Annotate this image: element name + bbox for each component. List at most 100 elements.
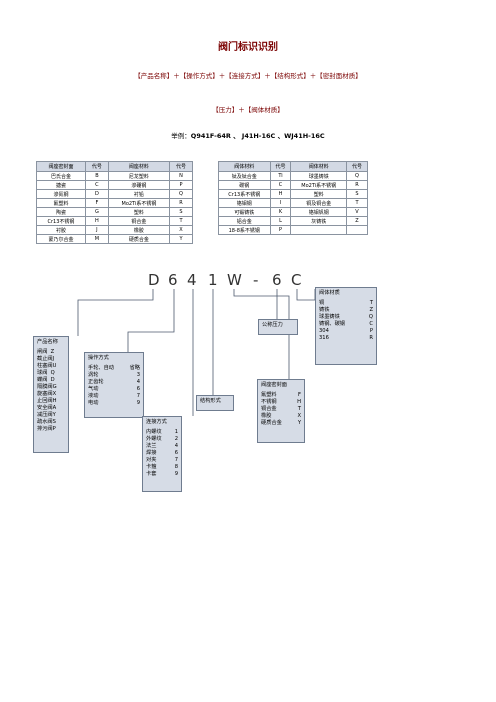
item-label: 氟塑料 bbox=[261, 392, 277, 398]
code-char-w: W bbox=[227, 271, 242, 289]
box-title: 阀座密封面 bbox=[261, 382, 287, 388]
list-item: 手轮、自动省略 bbox=[88, 365, 140, 372]
list-item: 柱塞阀U bbox=[37, 363, 57, 369]
example-codes: Q941F-64R 、 J41H-16C 、WJ41H-16C bbox=[190, 132, 325, 140]
list-item: 外螺纹 2 bbox=[146, 436, 178, 443]
list-item: 对夹 7 bbox=[146, 457, 178, 464]
table-cell: P bbox=[269, 225, 292, 235]
item-label: 橡胶 bbox=[261, 413, 272, 419]
item-code: 7 bbox=[136, 393, 140, 399]
item-label: 涡轮 bbox=[88, 372, 99, 378]
item-code: 9 bbox=[174, 471, 178, 477]
item-code: 7 bbox=[174, 457, 178, 463]
item-code: H bbox=[297, 399, 301, 405]
code-char-6: 6 bbox=[168, 271, 178, 289]
item-code: R bbox=[369, 335, 373, 341]
item-code: 3 bbox=[136, 372, 140, 378]
box-title: 公称压力 bbox=[262, 322, 283, 328]
item-label: 铜合金 bbox=[261, 406, 277, 412]
item-code: 8 bbox=[174, 464, 178, 470]
item-label: 焊接 bbox=[146, 450, 157, 456]
table-cell bbox=[346, 225, 368, 235]
list-item: 铸钢、碳钢 C bbox=[319, 321, 373, 328]
item-code: P bbox=[369, 328, 373, 334]
example-prefix: 举例： bbox=[171, 132, 191, 140]
list-item: 不锈钢 H bbox=[261, 399, 301, 406]
box-title: 连接方式 bbox=[146, 419, 167, 425]
code-char-dash: - bbox=[253, 271, 259, 289]
item-code: 2 bbox=[174, 436, 178, 442]
list-item: 止回阀H bbox=[37, 398, 57, 404]
box-title: 阀体材质 bbox=[319, 290, 340, 296]
list-item: 安全阀A bbox=[37, 405, 57, 411]
item-code: 6 bbox=[136, 386, 140, 392]
list-item: 旋塞阀X bbox=[37, 391, 57, 397]
code-char-1: 1 bbox=[208, 271, 218, 289]
item-code: X bbox=[297, 413, 301, 419]
seal-box: 阀座密封面 氟塑料 F 不锈钢 H 铜合金 T 橡胶 X 硬质合金 Y bbox=[257, 379, 305, 443]
item-label: 铸铁 bbox=[319, 307, 330, 313]
code-formula-line1: 【产品名称】＋【操作方式】＋【连接方式】＋【结构形式】＋【密封面材质】 bbox=[134, 72, 362, 80]
item-label: 卡套 bbox=[146, 471, 157, 477]
list-item: 焊接 6 bbox=[146, 450, 178, 457]
item-label: 铸钢、碳钢 bbox=[319, 321, 345, 327]
item-label: 不锈钢 bbox=[261, 399, 277, 405]
item-label: 气动 bbox=[88, 386, 99, 392]
item-label: 球墨铸铁 bbox=[319, 314, 340, 320]
example-line: 举例：Q941F-64R 、 J41H-16C 、WJ41H-16C bbox=[0, 130, 496, 140]
box-title: 结构形式 bbox=[200, 398, 221, 404]
item-code: 4 bbox=[136, 379, 140, 385]
item-label: 法兰 bbox=[146, 443, 157, 449]
list-item: 液动 7 bbox=[88, 393, 140, 400]
item-code: Y bbox=[297, 420, 301, 426]
list-item: 涡轮 3 bbox=[88, 372, 140, 379]
item-code: T bbox=[297, 406, 301, 412]
page-title: 阀门标识识别 bbox=[218, 42, 278, 53]
item-label: 正齿轮 bbox=[88, 379, 104, 385]
list-item: 硬质合金 Y bbox=[261, 420, 301, 427]
list-item: 排污阀P bbox=[37, 426, 56, 432]
item-code: 6 bbox=[174, 450, 178, 456]
item-code: Q bbox=[368, 314, 373, 320]
structure-box: 结构形式 bbox=[196, 395, 234, 411]
nominal-pressure-box: 公称压力 bbox=[258, 319, 298, 335]
list-item: 卡箍 8 bbox=[146, 464, 178, 471]
item-code: Z bbox=[369, 307, 373, 313]
code-char-c: C bbox=[291, 271, 302, 289]
item-label: 手轮、自动 bbox=[88, 365, 114, 371]
list-item: 蝶阀 D bbox=[37, 377, 55, 383]
list-item: 铜合金 T bbox=[261, 406, 301, 413]
item-label: 液动 bbox=[88, 393, 99, 399]
item-code: F bbox=[298, 392, 301, 398]
list-item: 304 P bbox=[319, 328, 373, 335]
item-label: 316 bbox=[319, 335, 329, 341]
box-title: 操作方式 bbox=[88, 355, 109, 361]
item-label: 电动 bbox=[88, 400, 99, 406]
item-code: C bbox=[369, 321, 373, 327]
list-item: 卡套 9 bbox=[146, 471, 178, 478]
item-label: 对夹 bbox=[146, 457, 157, 463]
item-label: 铜 bbox=[319, 300, 325, 306]
item-code: 4 bbox=[174, 443, 178, 449]
list-item: 橡胶 X bbox=[261, 413, 301, 420]
item-label: 304 bbox=[319, 328, 329, 334]
item-label: 卡箍 bbox=[146, 464, 157, 470]
item-label: 硬质合金 bbox=[261, 420, 282, 426]
list-item: 闸阀 Z bbox=[37, 349, 55, 355]
list-item: 法兰 4 bbox=[146, 443, 178, 450]
item-code: 9 bbox=[136, 400, 140, 406]
item-label: 外螺纹 bbox=[146, 436, 162, 442]
list-item: 铸铁 Z bbox=[319, 307, 373, 314]
operation-box: 操作方式 手轮、自动省略涡轮 3 正齿轮 4 气动 6 液动 7 电动 9 bbox=[84, 352, 144, 418]
item-label: 内螺纹 bbox=[146, 429, 162, 435]
list-item: 氟塑料 F bbox=[261, 392, 301, 399]
